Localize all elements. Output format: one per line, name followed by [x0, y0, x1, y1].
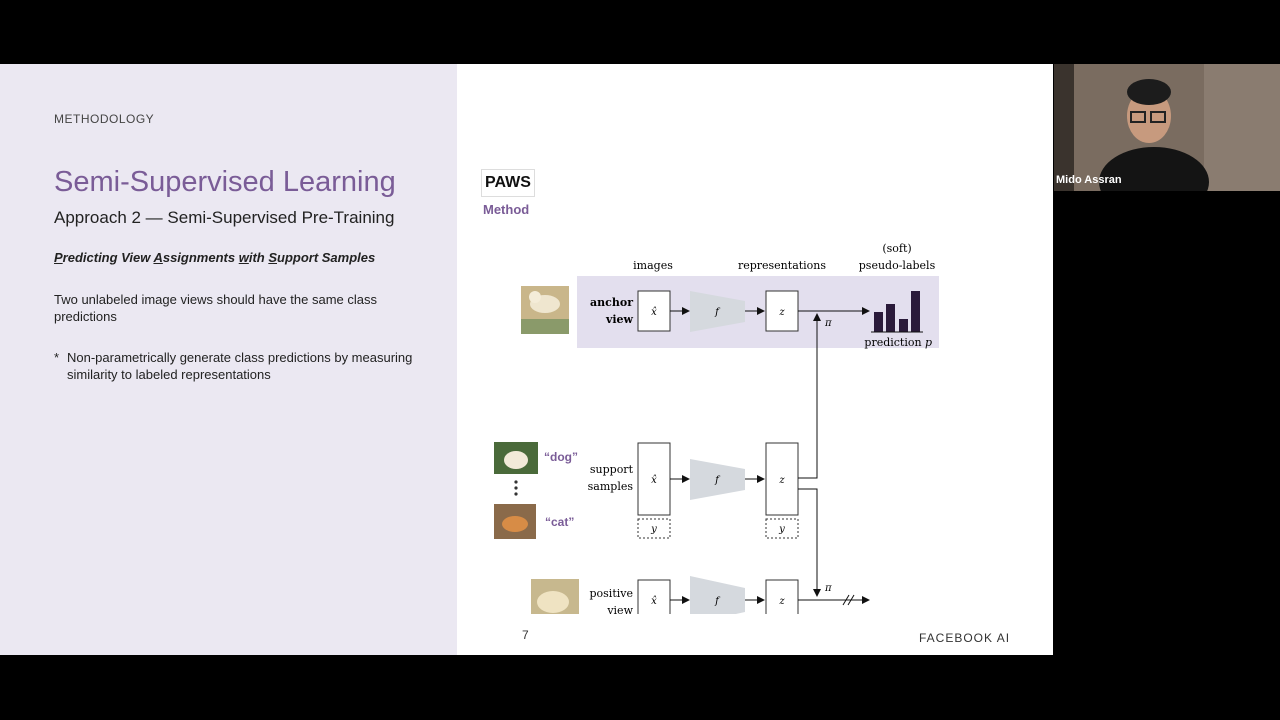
anchor-image-box	[637, 290, 671, 332]
acronym-letter: A	[153, 250, 163, 265]
col-pseudo-labels-label: pseudo-labels	[859, 259, 936, 272]
prediction-bars	[871, 291, 923, 333]
positive-label-1: positive	[590, 587, 634, 600]
acronym-letter: S	[268, 250, 277, 265]
support-label-2: samples	[588, 480, 634, 493]
anchor-label-1: anchor	[590, 296, 633, 309]
participant-name: Mido Assran	[1056, 174, 1122, 186]
support-label-1: support	[590, 463, 634, 476]
support-rep-box	[765, 442, 799, 516]
bullet-marker: *	[54, 350, 60, 365]
paragraph: Two unlabeled image views should have th…	[54, 292, 378, 324]
encoder-positive-label: f	[714, 596, 721, 607]
method-label: Method	[483, 202, 530, 217]
pi-d-positive: π	[824, 583, 832, 594]
cat-class-label: “cat”	[545, 515, 574, 529]
dog-image-positive	[531, 579, 579, 614]
encoder-anchor-label: f	[714, 307, 721, 318]
anchor-x-hat: x̂	[651, 307, 657, 318]
positive-x-hat: x̂	[651, 596, 657, 607]
support-label-box	[637, 518, 671, 539]
dog-image-anchor	[521, 286, 569, 334]
acronym-text: ssignments	[162, 250, 239, 265]
section-label: METHODOLOGY	[54, 112, 155, 126]
acronym-letter: w	[238, 250, 249, 265]
support-z: z	[778, 475, 785, 486]
col-representations-label: representations	[738, 259, 826, 272]
slide-subtitle: Approach 2 — Semi-Supervised Pre-Trainin…	[54, 208, 395, 227]
anchor-z: z	[778, 307, 785, 318]
encoder-support-label: f	[714, 475, 721, 486]
webcam-video	[1054, 64, 1280, 191]
support-rep-y: y	[778, 524, 785, 535]
pi-d-anchor: π	[824, 318, 832, 329]
acronym-letter: P	[54, 250, 63, 265]
encoder-support	[690, 459, 745, 500]
positive-z: z	[778, 596, 785, 607]
acronym-text: redicting View	[62, 250, 154, 265]
page-number: 7	[522, 628, 529, 642]
webcam-tile: Mido Assran	[1054, 64, 1280, 191]
paws-label: PAWS	[481, 169, 535, 197]
slide-left-panel: METHODOLOGY Semi-Supervised Learning App…	[0, 64, 457, 655]
support-cat-image	[494, 504, 536, 539]
acronym-line: Predicting View Assignments with Support…	[54, 250, 375, 265]
encoder-positive	[690, 576, 745, 614]
support-x-hat: x̂	[651, 475, 657, 486]
slide-title: Semi-Supervised Learning	[54, 166, 396, 198]
acronym-text: ith	[248, 250, 269, 265]
support-y: y	[650, 524, 657, 535]
prediction-var: p	[925, 336, 932, 349]
dog-class-label: “dog”	[544, 450, 578, 464]
support-dog-image	[494, 442, 538, 474]
bullet-text: Non-parametrically generate class predic…	[67, 350, 413, 382]
col-soft-label: (soft)	[882, 242, 911, 255]
col-images-label: images	[633, 259, 673, 272]
brand-label: FACEBOOK AI	[919, 631, 1011, 645]
support-rep-label-box	[765, 518, 799, 539]
paws-diagram: images representations (soft) pseudo-lab…	[494, 242, 939, 614]
slide: METHODOLOGY Semi-Supervised Learning App…	[0, 64, 1053, 655]
encoder-anchor	[690, 291, 745, 332]
anchor-label-2: view	[605, 313, 634, 326]
acronym-text: upport Samples	[277, 250, 376, 265]
positive-image-box	[637, 579, 671, 614]
positive-label-2: view	[606, 604, 633, 614]
support-image-box	[637, 442, 671, 516]
prediction-label: prediction	[864, 336, 921, 349]
